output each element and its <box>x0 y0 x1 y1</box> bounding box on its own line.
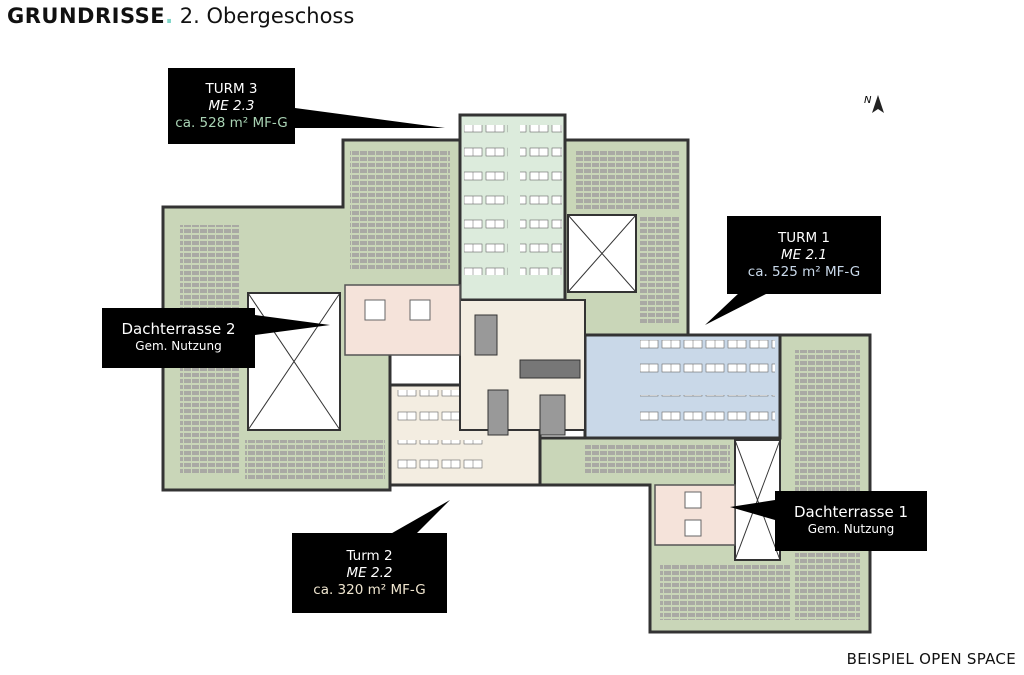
callout-title: Dachterrasse 1 <box>793 503 909 521</box>
callout-area: ca. 320 m² MF-G <box>313 581 426 598</box>
callout-dachterrasse-2: Dachterrasse 2 Gem. Nutzung <box>102 308 255 368</box>
callout-usage: Gem. Nutzung <box>135 339 222 353</box>
callout-title: Turm 2 <box>346 547 393 564</box>
callout-pointer-dt2 <box>255 315 330 335</box>
callout-turm-1: TURM 1 ME 2.1 ca. 525 m² MF-G <box>727 216 881 294</box>
callout-unit: ME 2.2 <box>346 564 393 581</box>
callout-title: TURM 3 <box>205 80 258 97</box>
title-bold: GRUNDRISSE <box>7 4 166 28</box>
callout-usage: Gem. Nutzung <box>807 522 895 536</box>
callout-turm-3: TURM 3 ME 2.3 ca. 528 m² MF-G <box>168 68 295 144</box>
dachterrasse-2-space <box>344 284 461 356</box>
light-well-right <box>734 439 781 561</box>
callout-area: ca. 528 m² MF-G <box>175 114 288 131</box>
title-subtitle: 2. Obergeschoss <box>179 4 355 28</box>
footer-label: BEISPIEL OPEN SPACE <box>846 650 1016 668</box>
light-well-top <box>567 214 637 293</box>
callout-pointer-turm2 <box>380 500 450 540</box>
page-title: GRUNDRISSE. 2. Obergeschoss <box>7 4 354 28</box>
core-area <box>459 299 586 436</box>
callout-title: Dachterrasse 2 <box>121 320 236 338</box>
north-arrow-icon <box>872 95 884 113</box>
title-dot: . <box>165 4 174 28</box>
callout-dachterrasse-1: Dachterrasse 1 Gem. Nutzung <box>775 491 927 551</box>
callout-unit: ME 2.1 <box>781 246 827 263</box>
turm-3-space <box>458 113 567 302</box>
dachterrasse-1-space <box>654 484 736 546</box>
light-well-left <box>247 292 341 431</box>
callout-pointer-dt1 <box>730 500 775 520</box>
callout-area: ca. 525 m² MF-G <box>747 263 861 280</box>
callout-turm-2: Turm 2 ME 2.2 ca. 320 m² MF-G <box>292 533 447 613</box>
light-wells <box>247 214 781 561</box>
turm-1-space <box>583 333 782 440</box>
callout-pointer-turm1 <box>705 292 770 325</box>
callout-pointer-turm3 <box>295 108 445 128</box>
callout-title: TURM 1 <box>777 229 831 246</box>
callout-unit: ME 2.3 <box>208 97 255 114</box>
north-label: N <box>864 95 872 106</box>
